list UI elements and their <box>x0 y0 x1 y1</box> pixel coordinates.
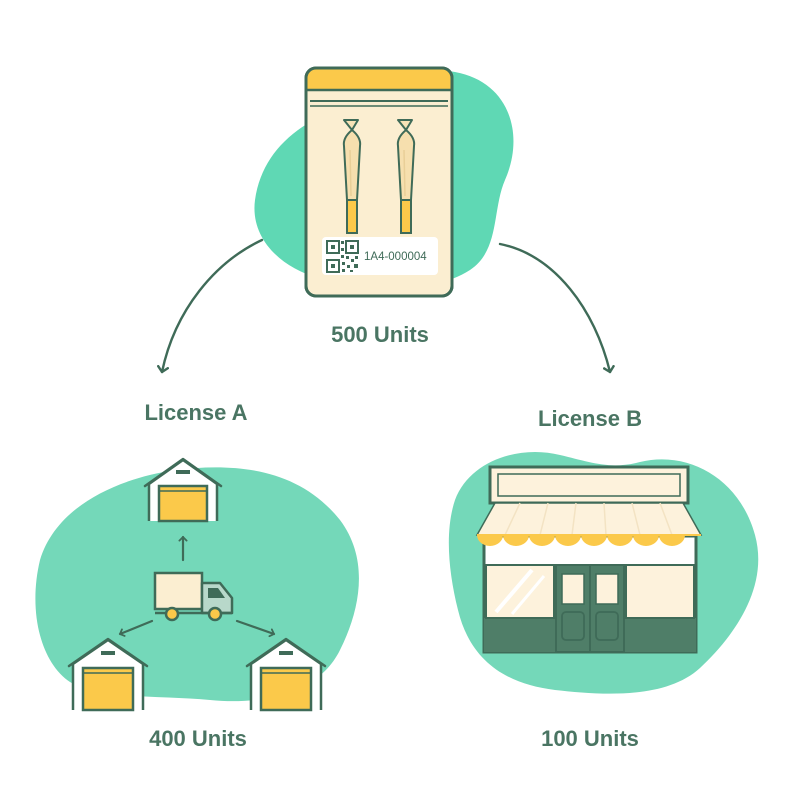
warehouse-icon <box>143 457 223 523</box>
package-units-label: 500 Units <box>331 322 429 347</box>
arrow-icon <box>498 242 610 374</box>
cone-icon <box>396 119 416 234</box>
license-b-label: License B <box>538 406 642 431</box>
arrow-icon <box>235 619 276 638</box>
license-a-label: License A <box>144 400 248 425</box>
pouch-icon <box>304 66 454 298</box>
arrow-icon <box>118 619 154 637</box>
qr-code-icon <box>326 240 359 273</box>
license-b-units-label: 100 Units <box>541 726 639 751</box>
cone-icon <box>342 119 362 234</box>
license-a-units-label: 400 Units <box>149 726 247 751</box>
arrow-icon <box>162 238 264 374</box>
warehouse-icon <box>245 637 327 712</box>
delivery-truck-icon <box>153 571 234 622</box>
storefront-icon <box>475 465 703 654</box>
warehouse-icon <box>67 637 149 712</box>
